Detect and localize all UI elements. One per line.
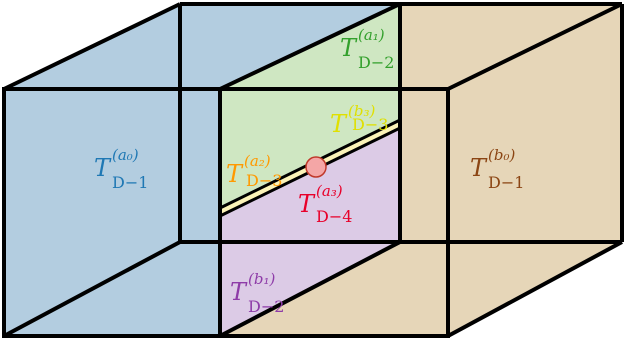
svg-text:(a₂): (a₂) bbox=[244, 152, 271, 170]
label-a2: T (a₂) D−3 bbox=[226, 152, 282, 190]
svg-text:T: T bbox=[340, 34, 358, 62]
label-left-sub: D−1 bbox=[112, 173, 148, 192]
svg-text:T: T bbox=[94, 154, 112, 182]
label-a1-sub: D−2 bbox=[358, 53, 394, 72]
svg-text:(b₀): (b₀) bbox=[488, 146, 515, 164]
label-right-main: T bbox=[470, 154, 488, 182]
svg-text:(b₃): (b₃) bbox=[348, 102, 375, 120]
right-cube-side-face bbox=[448, 4, 622, 336]
label-a1: T (a₁) D−2 bbox=[340, 26, 394, 72]
left-cube-front-face bbox=[4, 89, 220, 336]
top-right-edge bbox=[447, 2, 623, 91]
label-b1-sub: D−2 bbox=[248, 297, 284, 316]
partition-bottom-region bbox=[220, 128, 400, 336]
label-b1-main: T bbox=[230, 278, 248, 306]
label-a2-main: T bbox=[226, 160, 244, 188]
label-b1: T (b₁) D−2 bbox=[230, 270, 284, 316]
svg-text:T: T bbox=[330, 110, 348, 138]
label-a3-sup: (a₃) bbox=[316, 182, 343, 200]
svg-text:T: T bbox=[470, 154, 488, 182]
top-middle-edge bbox=[219, 2, 401, 91]
label-left-sup: (a₀) bbox=[112, 146, 139, 164]
label-a1-sup: (a₁) bbox=[358, 26, 385, 44]
back-edges bbox=[178, 4, 622, 244]
svg-text:T: T bbox=[230, 278, 248, 306]
svg-text:D−2: D−2 bbox=[358, 53, 394, 72]
label-a2-sup: (a₂) bbox=[244, 152, 271, 170]
middle-bottom-diagonal-edge bbox=[219, 240, 401, 338]
label-right-cube: T (b₀) D−1 bbox=[470, 146, 524, 192]
back-left-bottom-edge bbox=[3, 240, 181, 338]
label-right-sub: D−1 bbox=[488, 173, 524, 192]
svg-text:D−3: D−3 bbox=[246, 171, 282, 190]
label-right-sup: (b₀) bbox=[488, 146, 515, 164]
svg-text:D−2: D−2 bbox=[248, 297, 284, 316]
left-cube-top-face bbox=[4, 4, 400, 89]
label-a3-main: T bbox=[298, 190, 316, 218]
label-b3-main: T bbox=[330, 110, 348, 138]
svg-text:(a₁): (a₁) bbox=[358, 26, 385, 44]
svg-text:(a₃): (a₃) bbox=[316, 182, 343, 200]
bottom-right-edge bbox=[447, 240, 623, 338]
label-b3: T (b₃) D−3 bbox=[330, 102, 388, 138]
partition-top-region bbox=[220, 4, 400, 208]
svg-text:D−3: D−3 bbox=[352, 115, 388, 134]
label-b3-sup: (b₃) bbox=[348, 102, 375, 120]
svg-text:D−4: D−4 bbox=[316, 207, 352, 226]
top-left-edge bbox=[3, 2, 181, 91]
svg-text:T: T bbox=[226, 160, 244, 188]
label-a3: T (a₃) D−4 bbox=[298, 182, 352, 226]
svg-text:(a₀): (a₀) bbox=[112, 146, 139, 164]
label-a3-sub: D−4 bbox=[316, 207, 352, 226]
svg-text:D−1: D−1 bbox=[488, 173, 524, 192]
label-left-main: T bbox=[94, 154, 112, 182]
label-a1-main: T bbox=[340, 34, 358, 62]
svg-text:T: T bbox=[298, 190, 316, 218]
label-a2-sub: D−3 bbox=[246, 171, 282, 190]
svg-text:(b₁): (b₁) bbox=[248, 270, 275, 288]
label-b1-sup: (b₁) bbox=[248, 270, 275, 288]
intersection-point bbox=[305, 156, 327, 178]
svg-text:D−1: D−1 bbox=[112, 173, 148, 192]
label-b3-sub: D−3 bbox=[352, 115, 388, 134]
label-left-cube: T (a₀) D−1 bbox=[94, 146, 148, 192]
